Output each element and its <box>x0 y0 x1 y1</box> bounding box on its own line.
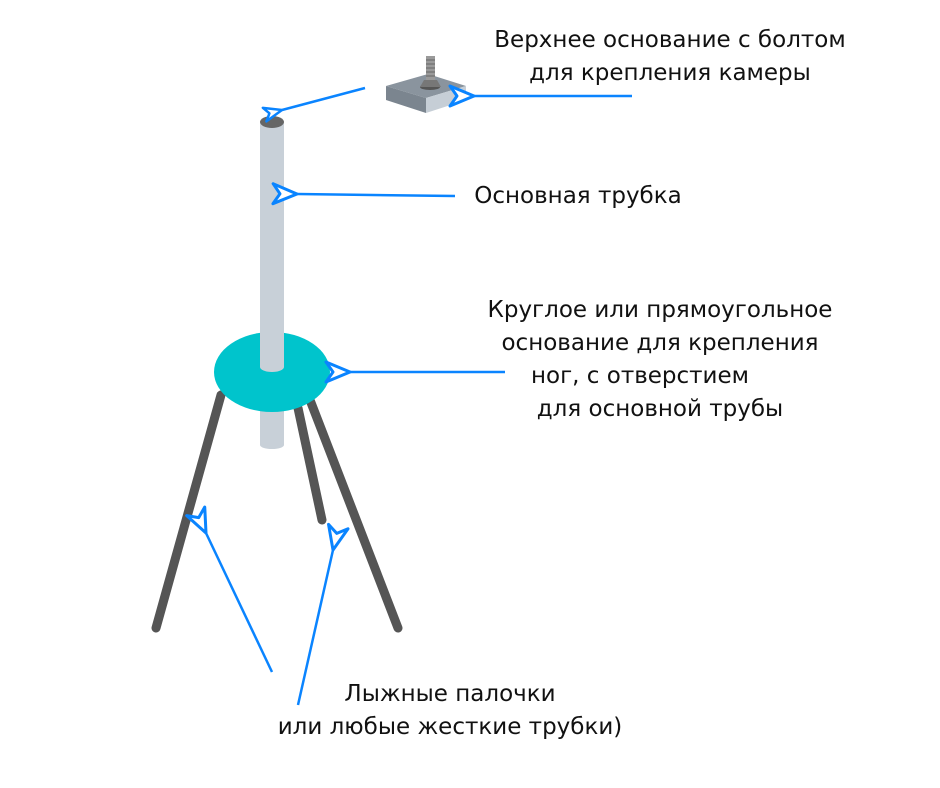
main-tube <box>260 116 284 372</box>
leg-middle <box>293 403 327 525</box>
label-base: Круглое или прямоугольное основание для … <box>450 294 870 426</box>
label-line: Верхнее основание с болтом <box>494 27 846 53</box>
label-main-tube: Основная трубка <box>448 180 708 213</box>
arrow-plate-to-tube <box>261 86 366 123</box>
arrow-main-tube <box>271 182 456 206</box>
leg-left <box>151 390 226 633</box>
arrow-leg-right <box>296 522 350 706</box>
label-line: для основной трубы <box>536 396 784 422</box>
label-line: для крепления камеры <box>529 60 811 86</box>
label-legs: Лыжные палочки или любые жесткие трубки) <box>240 678 660 744</box>
label-line: Лыжные палочки <box>344 681 556 707</box>
label-line: Основная трубка <box>474 183 682 209</box>
label-line: или любые жесткие трубки) <box>277 714 623 740</box>
label-top-plate: Верхнее основание с болтом для крепления… <box>460 24 880 90</box>
top-plate-with-bolt <box>386 56 466 113</box>
arrow-leg-left <box>185 505 274 673</box>
arrows <box>185 84 632 706</box>
leg-right <box>305 395 403 633</box>
tube-top <box>260 116 284 128</box>
label-line: ног, с отверстием <box>530 363 750 389</box>
label-line: Круглое или прямоугольное <box>487 297 833 323</box>
label-line: основание для крепления <box>501 330 819 356</box>
